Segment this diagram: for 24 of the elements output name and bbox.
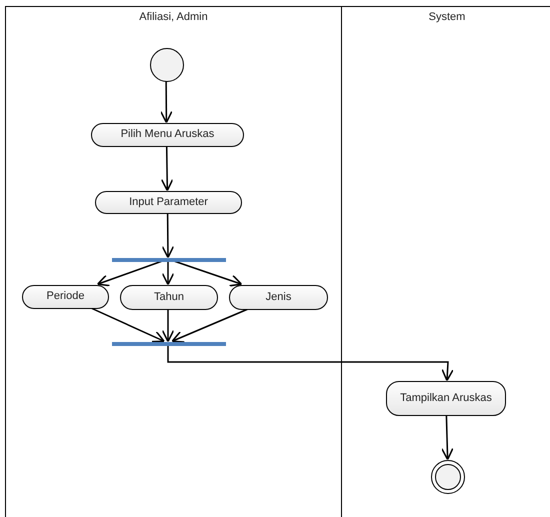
activity-box: Tampilkan Aruskas: [386, 381, 506, 416]
arrow: [162, 309, 174, 342]
lane-title: Afiliasi, Admin: [138, 11, 209, 23]
activity-box: Jenis: [229, 285, 328, 310]
arrow: [96, 260, 163, 286]
activity-box: Pilih Menu Aruskas: [91, 123, 244, 147]
sync-bar: [112, 258, 226, 262]
arrow: [162, 213, 174, 258]
activity-box: Tahun: [120, 285, 218, 310]
arrow: [160, 81, 173, 124]
start-node: [150, 48, 184, 82]
arrow: [162, 261, 174, 286]
end-node: [431, 460, 465, 494]
arrow: [171, 308, 248, 343]
swimlane: [5, 6, 342, 517]
lane-title: System: [428, 11, 466, 23]
arrow: [174, 260, 242, 287]
arrow: [160, 146, 174, 192]
activity-box: Periode: [22, 285, 109, 309]
arrow: [167, 345, 454, 382]
arrow: [441, 414, 454, 460]
arrow: [90, 307, 165, 342]
sync-bar: [112, 342, 226, 346]
activity-box: Input Parameter: [95, 191, 242, 214]
